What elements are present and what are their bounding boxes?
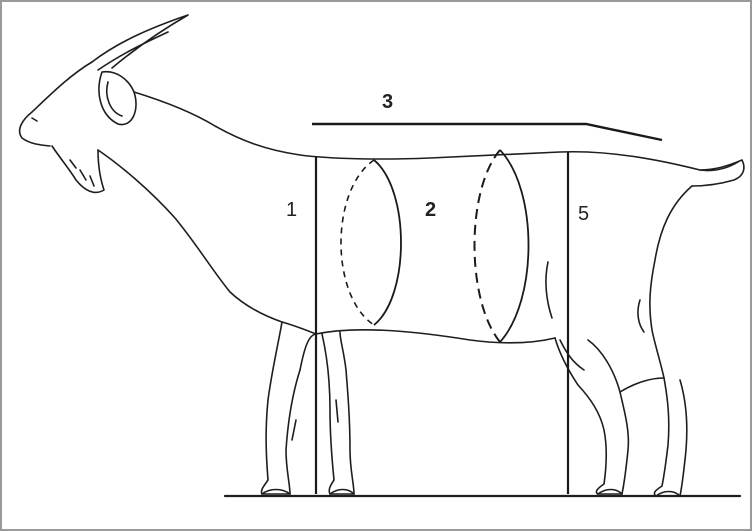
goat-neck-front (98, 150, 316, 334)
heart-girth-rear-arc-hidden (475, 150, 501, 342)
label-heart-girth: 2 (425, 199, 436, 221)
goat-hind-leg-far (654, 378, 686, 496)
goat-front-leg-far (322, 332, 354, 494)
label-body-length: 3 (382, 91, 393, 113)
goat-topline (134, 92, 738, 171)
heart-girth-front-arc-hidden (341, 160, 374, 325)
goat-rear-thigh (650, 186, 692, 378)
goat-horn (92, 15, 188, 68)
goat-front-leg (261, 322, 300, 494)
goat-hind-leg (555, 338, 628, 494)
goat-udder (546, 262, 584, 370)
heart-girth-front-arc (374, 160, 401, 325)
goat-beard (52, 146, 104, 192)
label-withers-height: 1 (286, 199, 297, 221)
heart-girth-rear-arc (500, 150, 529, 342)
label-rump-height: 5 (578, 203, 589, 225)
body-length-line (312, 124, 662, 140)
goat-belly (316, 330, 555, 343)
goat-head (20, 62, 92, 146)
goat-ear (99, 72, 136, 125)
